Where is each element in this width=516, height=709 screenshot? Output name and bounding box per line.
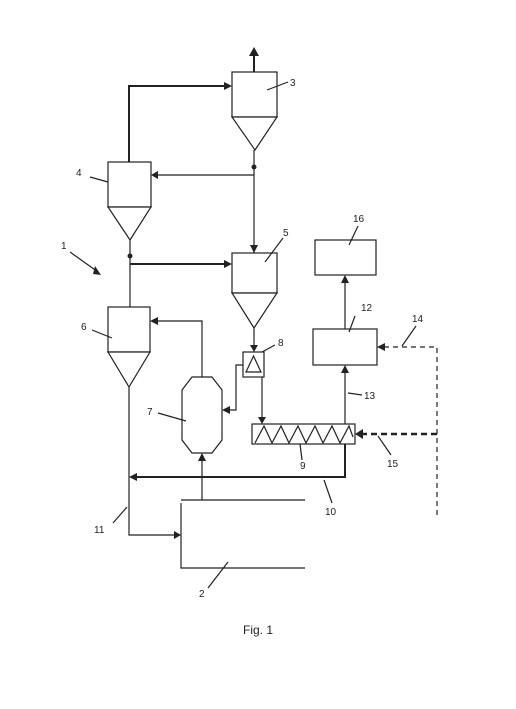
- label-1: 1: [61, 241, 101, 275]
- cyclone-5: [230, 252, 279, 330]
- label-11: 11: [94, 506, 128, 536]
- line-8-to-7: [229, 364, 243, 411]
- label-1-text: 1: [61, 241, 67, 252]
- label-3-text: 3: [290, 78, 296, 89]
- label-9: 9: [299, 443, 306, 472]
- line-7-to-6: [156, 320, 203, 377]
- label-5-text: 5: [283, 228, 289, 239]
- label-14-text: 14: [412, 314, 424, 325]
- label-10: 10: [323, 479, 337, 518]
- label-2: 2: [199, 561, 229, 600]
- label-8-text: 8: [278, 338, 284, 349]
- label-12: 12: [348, 303, 373, 333]
- label-7: 7: [147, 407, 187, 422]
- label-8: 8: [261, 338, 284, 353]
- arrow-into-2: [174, 531, 181, 539]
- arrow-into-9: [258, 417, 266, 424]
- unit-16: [314, 239, 377, 276]
- arrow-into-7: [198, 453, 206, 461]
- valve-dot-3: [251, 164, 257, 170]
- kiln-2: [180, 499, 305, 569]
- arrow-into-5-side: [224, 260, 232, 268]
- line-10: [136, 444, 346, 478]
- label-14: 14: [401, 314, 424, 347]
- label-13-text: 13: [364, 391, 376, 402]
- label-4-text: 4: [76, 168, 82, 179]
- arrow-15: [355, 429, 363, 439]
- label-10-text: 10: [325, 507, 337, 518]
- cyclone-3: [230, 71, 279, 152]
- label-13: 13: [347, 391, 376, 402]
- line-4-to-3: [128, 85, 226, 162]
- label-11-text: 11: [94, 525, 105, 536]
- cyclone-4: [106, 161, 153, 242]
- line-11: [128, 387, 176, 536]
- label-3: 3: [266, 78, 296, 91]
- cyclone-6: [106, 306, 152, 389]
- arrow-into-3: [224, 82, 232, 90]
- arrow-into-12: [341, 365, 349, 373]
- label-15: 15: [377, 435, 399, 470]
- label-2-text: 2: [199, 589, 205, 600]
- arrow-into-5: [250, 245, 258, 253]
- label-6-text: 6: [81, 322, 87, 333]
- label-15-text: 15: [387, 459, 399, 470]
- figure-caption: Fig. 1: [243, 623, 273, 637]
- exhaust-arrow: [249, 47, 259, 56]
- label-9-text: 9: [300, 461, 306, 472]
- arrow-10: [129, 473, 137, 481]
- reactor-7: [181, 376, 223, 454]
- arrow-into-8: [250, 345, 258, 352]
- unit-12: [312, 328, 378, 366]
- arrow-into-4: [151, 171, 158, 179]
- line-14: [384, 346, 438, 515]
- splitter-8: [242, 351, 265, 378]
- label-7-text: 7: [147, 407, 153, 418]
- label-16: 16: [348, 214, 365, 246]
- label-5: 5: [264, 228, 289, 263]
- screw-conveyor-9: [251, 423, 356, 445]
- label-4: 4: [76, 168, 109, 183]
- arrow-into-6: [150, 317, 158, 325]
- arrow-14: [377, 343, 385, 351]
- label-16-text: 16: [353, 214, 365, 225]
- valve-dot-4: [127, 253, 133, 259]
- label-12-text: 12: [361, 303, 373, 314]
- label-6: 6: [81, 322, 113, 339]
- arrow-into-16: [341, 275, 349, 283]
- arrow-8-to-7: [222, 406, 230, 414]
